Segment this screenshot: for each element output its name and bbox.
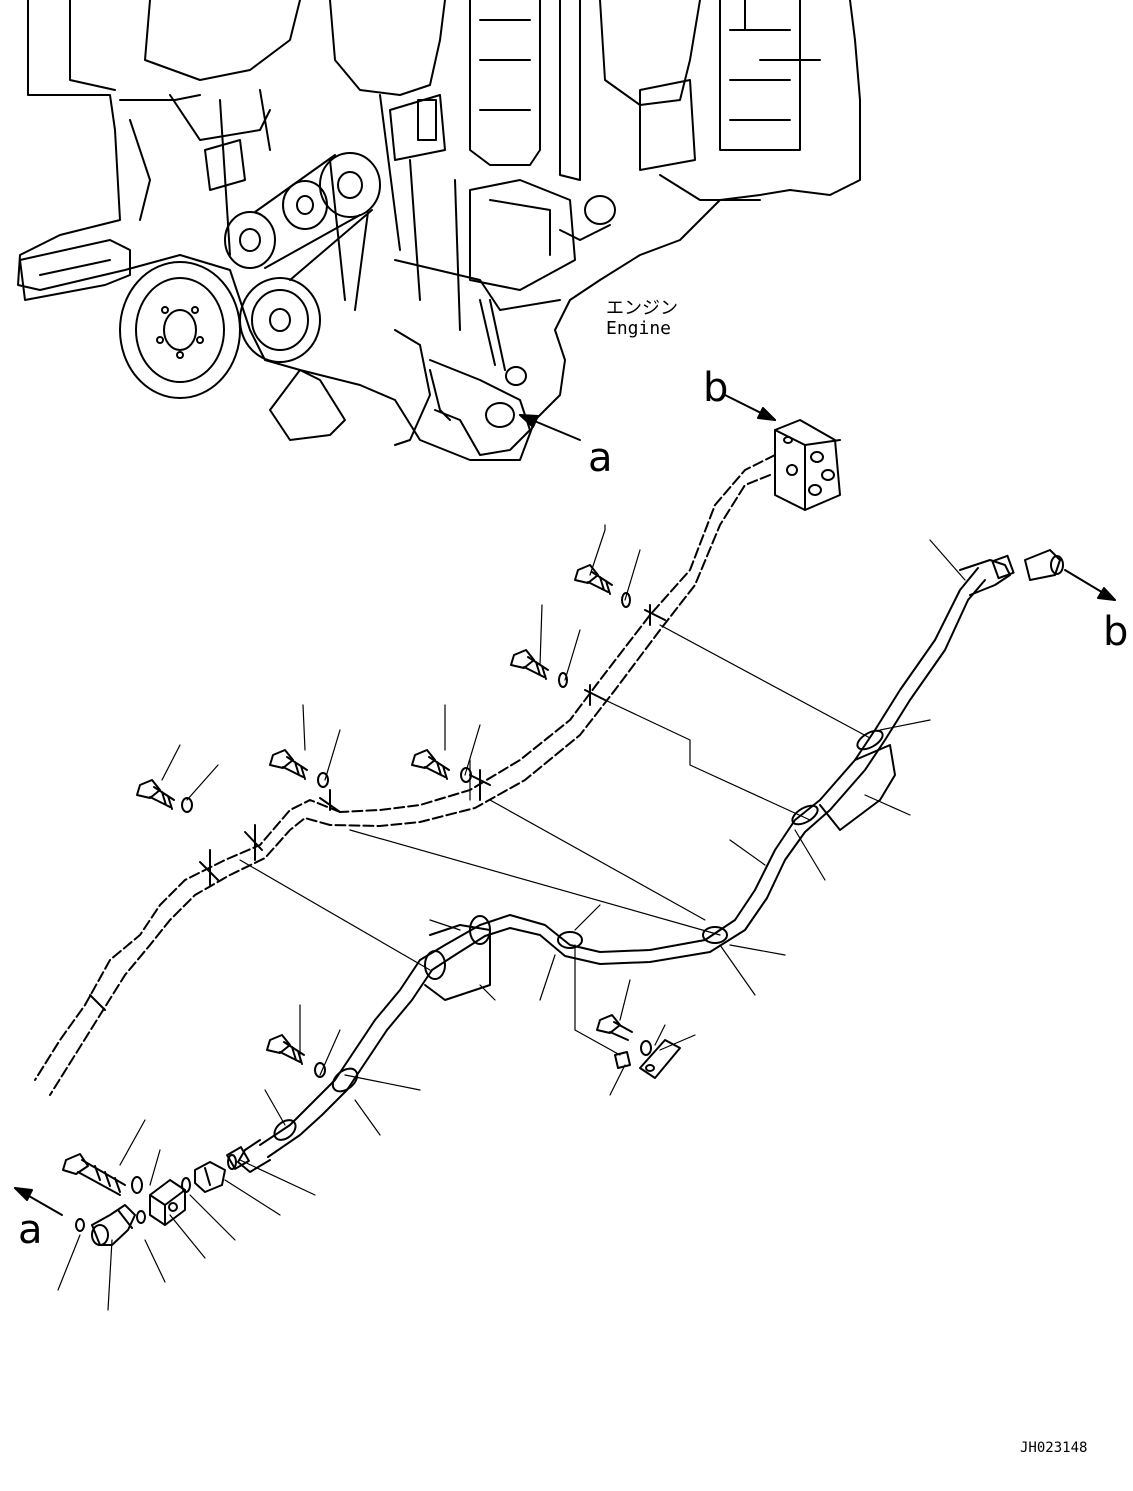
engine-illustration	[17, 0, 861, 461]
washer-3	[317, 772, 329, 788]
callout-b-right: b	[1103, 609, 1129, 655]
callout-a-top: a	[588, 435, 613, 481]
washer-4	[460, 767, 472, 783]
washer-8	[131, 1176, 143, 1194]
valve-block	[724, 394, 841, 511]
engine-label-ja: エンジン	[606, 298, 678, 319]
engine-label-en: Engine	[606, 318, 672, 339]
washer-1	[621, 592, 631, 608]
bolt-1	[574, 564, 613, 595]
washer-2	[558, 672, 568, 688]
hidden-hose-route	[34, 454, 776, 1096]
bolt-4	[411, 749, 450, 780]
bolt-7	[596, 1014, 633, 1041]
bolt-5	[136, 779, 175, 810]
bracket-7	[639, 1039, 681, 1079]
callout-b-top: b	[703, 365, 729, 411]
elbow-fitting	[91, 1204, 136, 1246]
washer-6	[314, 1062, 326, 1078]
bolt-6	[266, 1034, 305, 1065]
bolt-group	[14, 564, 681, 1246]
o-ring-2	[227, 1154, 237, 1170]
o-ring-1	[181, 1177, 191, 1193]
block-fitting	[149, 1179, 186, 1226]
washer-7	[640, 1040, 652, 1056]
callout-a-bottom: a	[18, 1207, 43, 1253]
adapter	[194, 1161, 226, 1193]
nut-7	[614, 1051, 631, 1069]
washer-5	[181, 797, 193, 813]
long-bolt	[62, 1153, 126, 1196]
leader-lines	[57, 524, 966, 1311]
o-ring-3	[136, 1210, 146, 1224]
drawing-number: JH023148	[1020, 1440, 1088, 1456]
bolt-2	[510, 649, 549, 680]
hidden-hose-clamps	[89, 604, 666, 1011]
bolt-3	[269, 749, 308, 780]
hose-assembly	[226, 549, 1116, 1173]
o-ring-4	[75, 1218, 85, 1232]
